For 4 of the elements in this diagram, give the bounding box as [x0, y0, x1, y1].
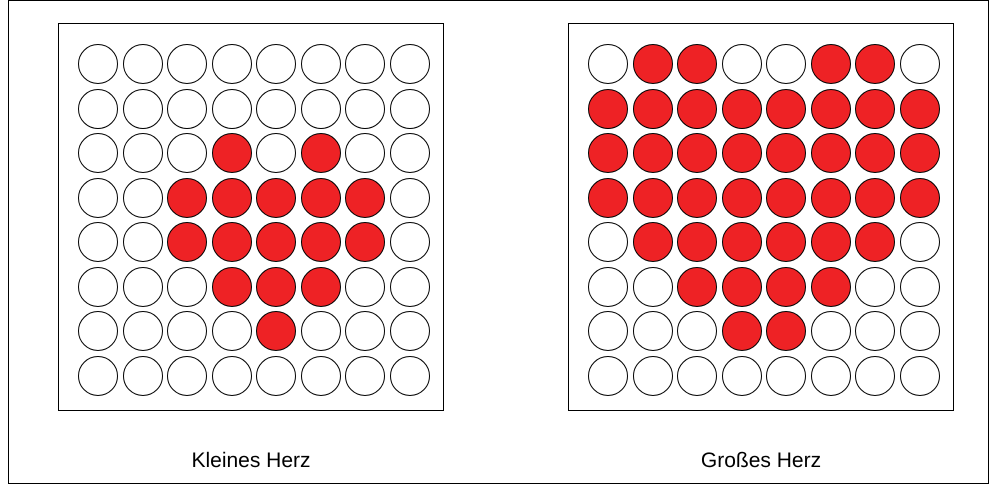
led-matrix-panel: [568, 23, 954, 411]
node-label: Großes Herz: [700, 449, 822, 473]
led-matrix-panel: [58, 23, 444, 411]
node-label: Kleines Herz: [191, 449, 311, 473]
